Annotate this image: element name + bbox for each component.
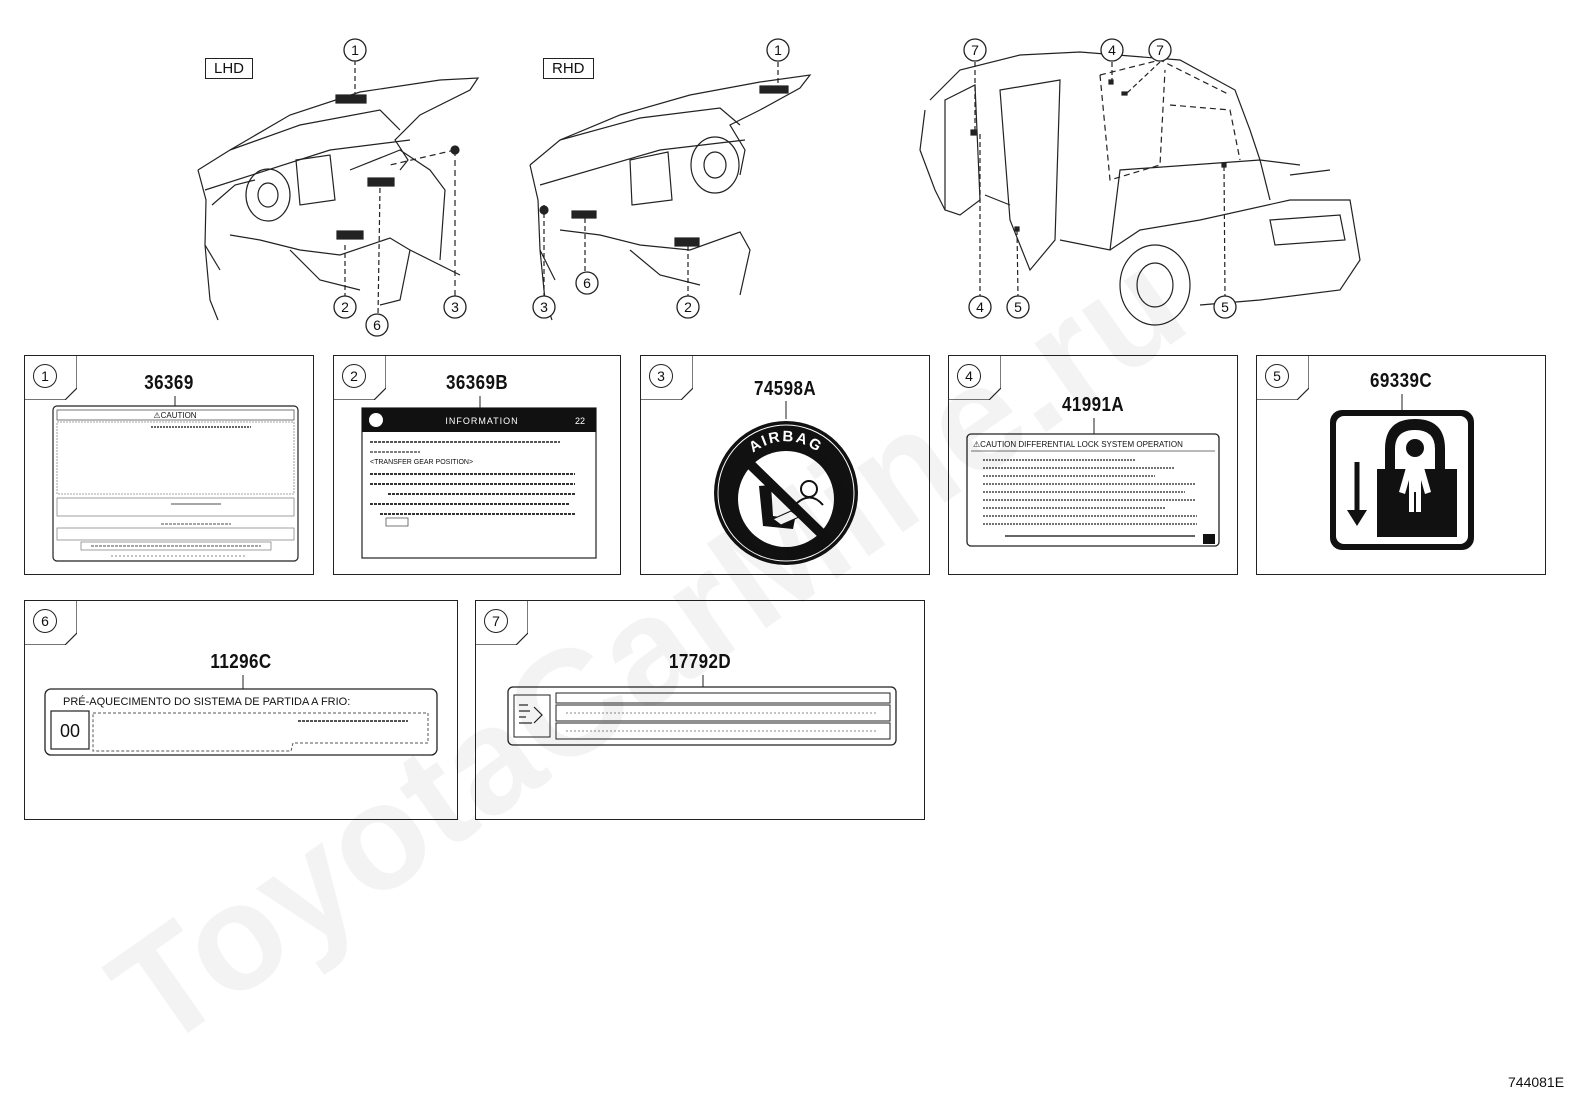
panel-number: 3 <box>649 364 673 388</box>
label-panel-3[interactable]: 3 74598A AIRBAG <box>640 355 930 575</box>
svg-text:6: 6 <box>373 317 381 333</box>
information-number: 22 <box>575 416 585 426</box>
callout-marker: 1 <box>766 38 790 62</box>
panel-corner <box>949 356 1001 400</box>
callout-marker: 4 <box>968 295 992 319</box>
part-code: 41991A <box>1061 394 1125 416</box>
svg-text:1: 1 <box>351 42 359 58</box>
callout-markers: 1 2 6 3 1 3 6 2 7 4 4 7 5 5 <box>333 38 1237 337</box>
label-panel-1[interactable]: 1 36369 ⚠CAUTION <box>24 355 314 575</box>
panel-number: 4 <box>957 364 981 388</box>
part-code: 11296C <box>210 651 272 673</box>
panel-number: 6 <box>33 609 57 633</box>
svg-text:7: 7 <box>1156 42 1164 58</box>
svg-text:4: 4 <box>976 299 984 315</box>
part-code: 17792D <box>668 651 732 673</box>
vehicle-overview: 1 2 6 3 1 3 6 2 7 4 4 7 5 5 LHD RHD <box>0 0 1592 350</box>
label-panel-7[interactable]: 7 17792D <box>475 600 925 820</box>
caution-label-drawing: ⚠CAUTION <box>52 396 299 562</box>
panel-number: 7 <box>484 609 508 633</box>
panel-corner <box>1257 356 1309 400</box>
svg-text:6: 6 <box>583 275 591 291</box>
glow-plug-label-drawing: PRÉ-AQUECIMENTO DO SISTEMA DE PARTIDA A … <box>44 675 438 756</box>
callout-marker: 6 <box>365 313 389 337</box>
panel-number: 1 <box>33 364 57 388</box>
svg-text:2: 2 <box>684 299 692 315</box>
panel-corner <box>25 356 77 400</box>
label-panel-2[interactable]: 2 36369B INFORMATION 22 <TRANSFER GEAR P… <box>333 355 621 575</box>
part-code: 36369 <box>144 372 194 394</box>
information-subtitle: <TRANSFER GEAR POSITION> <box>370 459 473 466</box>
panel-corner <box>25 601 77 645</box>
panel-corner <box>476 601 528 645</box>
callout-marker: 3 <box>443 295 467 319</box>
caution-heading: ⚠CAUTION DIFFERENTIAL LOCK SYSTEM OPERAT… <box>973 440 1183 449</box>
part-code: 36369B <box>445 372 509 394</box>
rhd-dashboard-illustration <box>529 62 812 321</box>
callout-marker: 2 <box>676 295 700 319</box>
part-code: 69339C <box>1369 370 1433 392</box>
callout-marker: 5 <box>1006 295 1030 319</box>
glow-plug-symbol: 00 <box>60 721 80 741</box>
svg-text:7: 7 <box>971 42 979 58</box>
overview-drawing: 1 2 6 3 1 3 6 2 7 4 4 7 5 5 <box>197 38 1361 337</box>
lhd-dashboard-illustration <box>197 60 480 321</box>
child-lock-label-drawing <box>1330 394 1474 550</box>
svg-text:5: 5 <box>1014 299 1022 315</box>
fuel-info-label-drawing <box>507 675 897 746</box>
information-title: INFORMATION <box>445 416 518 426</box>
caution-heading: ⚠CAUTION <box>153 411 196 420</box>
panel-corner <box>334 356 386 400</box>
airbag-label-drawing: AIRBAG <box>714 401 858 565</box>
callout-marker: 7 <box>963 38 987 62</box>
panel-number: 2 <box>342 364 366 388</box>
svg-text:1: 1 <box>774 42 782 58</box>
svg-text:3: 3 <box>540 299 548 315</box>
callout-marker: 5 <box>1213 295 1237 319</box>
label-panel-4[interactable]: 4 41991A ⚠CAUTION DIFFERENTIAL LOCK SYST… <box>948 355 1238 575</box>
svg-text:4: 4 <box>1108 42 1116 58</box>
svg-text:5: 5 <box>1221 299 1229 315</box>
callout-marker: 4 <box>1100 38 1124 62</box>
panel-corner <box>641 356 693 400</box>
callout-marker: 2 <box>333 295 357 319</box>
callout-marker: 3 <box>532 295 556 319</box>
information-label-drawing: INFORMATION 22 <TRANSFER GEAR POSITION> <box>361 396 597 559</box>
figure-id: 744081E <box>1508 1074 1565 1090</box>
callout-marker: 6 <box>575 271 599 295</box>
callout-marker: 1 <box>343 38 367 62</box>
differential-lock-label-drawing: ⚠CAUTION DIFFERENTIAL LOCK SYSTEM OPERAT… <box>966 418 1220 547</box>
label-panel-6[interactable]: 6 11296C PRÉ-AQUECIMENTO DO SISTEMA DE P… <box>24 600 458 820</box>
panel-number: 5 <box>1265 364 1289 388</box>
svg-text:3: 3 <box>451 299 459 315</box>
part-code: 74598A <box>753 378 817 400</box>
glow-plug-heading: PRÉ-AQUECIMENTO DO SISTEMA DE PARTIDA A … <box>63 695 350 708</box>
label-panel-5[interactable]: 5 69339C <box>1256 355 1546 575</box>
rhd-tag: RHD <box>543 58 594 79</box>
svg-text:2: 2 <box>341 299 349 315</box>
callout-marker: 7 <box>1148 38 1172 62</box>
lhd-tag: LHD <box>205 58 254 79</box>
